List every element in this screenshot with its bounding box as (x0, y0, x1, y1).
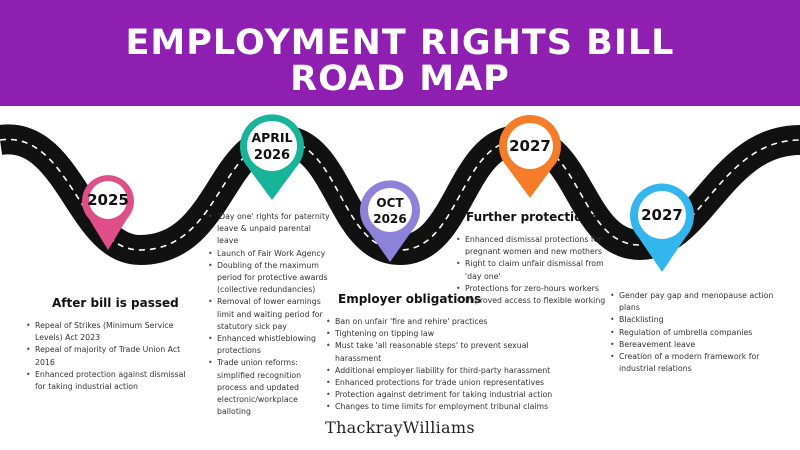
list-item: Protection against detriment for taking … (326, 389, 556, 401)
milestone-3-list: Ban on unfair 'fire and rehire' practice… (326, 316, 556, 414)
milestone-4-label: 2027 (509, 137, 551, 155)
page-title: EMPLOYMENT RIGHTS BILL (125, 23, 675, 63)
pin-april-2026 (240, 114, 304, 200)
milestone-1-label: 2025 (87, 191, 129, 209)
page-subtitle: ROAD MAP (290, 59, 510, 99)
list-item: Trade union reforms: simplified recognit… (208, 357, 330, 418)
list-item: Enhanced dismissal protections for pregn… (456, 234, 606, 258)
milestone-3-label-line2: 2026 (373, 212, 407, 226)
pin-2027 (630, 183, 694, 272)
milestone-3-heading: Employer obligations (338, 292, 482, 306)
title-banner (0, 0, 800, 106)
list-item: Repeal of majority of Trade Union Act 20… (26, 344, 196, 368)
list-item: Regulation of umbrella companies (610, 327, 792, 339)
milestone-3-label-line1: OCT (376, 196, 404, 210)
list-item: Enhanced whistleblowing protections (208, 333, 330, 357)
list-item: Doubling of the maximum period for prote… (208, 260, 330, 297)
list-item: Tightening on tipping law (326, 328, 556, 340)
list-item: Must take 'all reasonable steps' to prev… (326, 340, 556, 364)
milestone-5-list: Gender pay gap and menopause action plan… (610, 290, 792, 375)
milestone-4-list: Enhanced dismissal protections for pregn… (456, 234, 606, 307)
list-item: Changes to time limits for employment tr… (326, 401, 556, 413)
list-item: Ban on unfair 'fire and rehire' practice… (326, 316, 556, 328)
milestone-2-list: 'Day one' rights for paternity leave & u… (208, 211, 330, 418)
milestone-2-label-line2: 2026 (253, 148, 291, 163)
list-item: Blacklisting (610, 314, 792, 326)
list-item: Protections for zero-hours workers (456, 283, 606, 295)
milestone-1-list: Repeal of Strikes (Minimum Service Level… (26, 320, 196, 393)
list-item: Removal of lower earnings limit and wait… (208, 296, 330, 333)
list-item: Bereavement leave (610, 339, 792, 351)
pin-2025 (82, 175, 134, 250)
list-item: Gender pay gap and menopause action plan… (610, 290, 792, 314)
list-item: Right to claim unfair dismissal from 'da… (456, 258, 606, 282)
list-item: Improved access to flexible working (456, 295, 606, 307)
list-item: Additional employer liability for third-… (326, 365, 556, 377)
list-item: Enhanced protections for trade union rep… (326, 377, 556, 389)
list-item: 'Day one' rights for paternity leave & u… (208, 211, 330, 248)
pin-oct-2026 (360, 180, 420, 262)
list-item: Creation of a modern framework for indus… (610, 351, 792, 375)
milestone-4-heading: Further protections (466, 210, 599, 224)
road-center-line (0, 138, 800, 251)
pin-2027-further (499, 114, 561, 198)
milestone-1-heading: After bill is passed (52, 296, 179, 310)
list-item: Repeal of Strikes (Minimum Service Level… (26, 320, 196, 344)
milestone-2-label-line1: APRIL (251, 130, 293, 145)
milestone-5-label: 2027 (641, 206, 683, 224)
list-item: Enhanced protection against dismissal fo… (26, 369, 196, 393)
list-item: Launch of Fair Work Agency (208, 248, 330, 260)
company-logo: ThackrayWilliams (325, 418, 475, 437)
